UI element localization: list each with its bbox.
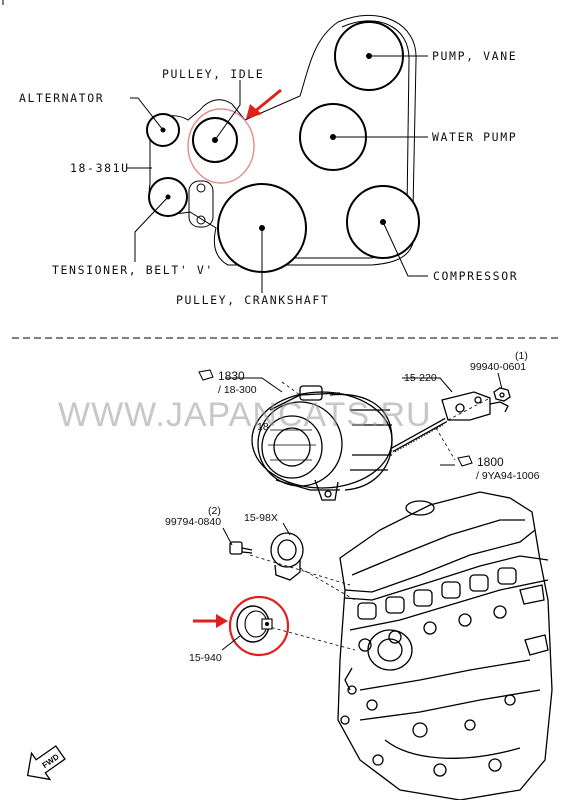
label-compressor: COMPRESSOR — [433, 269, 518, 283]
label-18-300: / 18-300 — [218, 384, 257, 396]
bolt-99794-0840 — [229, 541, 253, 555]
watermark: WWW.JAPANCATS.RU — [58, 396, 432, 434]
label-water-pump: WATER PUMP — [432, 130, 517, 144]
label-9ya94-1006: / 9YA94-1006 — [476, 470, 540, 482]
through-bolt — [390, 417, 448, 453]
label-crankshaft: PULLEY, CRANKSHAFT — [176, 293, 329, 307]
engine-block-illustration — [337, 491, 553, 800]
label-small-ref: 18 — [257, 421, 269, 433]
label-15-98x: 15-98X — [244, 512, 278, 524]
label-1800: 1800 — [477, 455, 504, 469]
tensioner-pulley — [148, 177, 214, 228]
idle-pulley-highlight — [187, 108, 255, 184]
callout-1800: 1800 — [457, 455, 504, 469]
belt-routing-diagram: PUMP, VANE PULLEY, IDLE ALTERNATOR WATER… — [2, 0, 518, 307]
label-qty-2: (2) — [208, 505, 221, 517]
parts-diagram: 1830 / 18-300 15-220 (1) 99940-0601 18 1… — [26, 350, 553, 800]
label-alternator: ALTERNATOR — [19, 91, 104, 105]
callout-1830: 1830 — [198, 369, 245, 383]
label-pump-vane: PUMP, VANE — [432, 49, 517, 63]
label-99940-0601: 99940-0601 — [470, 361, 526, 373]
alternator-illustration — [251, 385, 393, 501]
label-belt-ref: 18-381U — [70, 161, 130, 175]
label-tensioner: TENSIONER, BELT' V' — [52, 263, 214, 277]
idle-pulley-15-940 — [236, 605, 273, 643]
nut-99940-0601 — [493, 387, 511, 402]
label-15-940: 15-940 — [189, 652, 222, 664]
idle-pulley-highlight-circle — [228, 595, 290, 657]
label-99794-0840: 99794-0840 — [165, 516, 221, 528]
leader-lines — [126, 55, 428, 293]
fwd-arrow-icon: FWD — [26, 745, 66, 781]
pulley-15-98x — [270, 532, 304, 581]
label-15-220: 15-220 — [404, 372, 437, 384]
label-pulley-idle: PULLEY, IDLE — [162, 67, 264, 81]
label-1830: 1830 — [218, 369, 245, 383]
red-arrow-top — [246, 88, 282, 119]
red-arrow-bottom — [193, 614, 228, 628]
label-qty-1: (1) — [515, 350, 528, 362]
